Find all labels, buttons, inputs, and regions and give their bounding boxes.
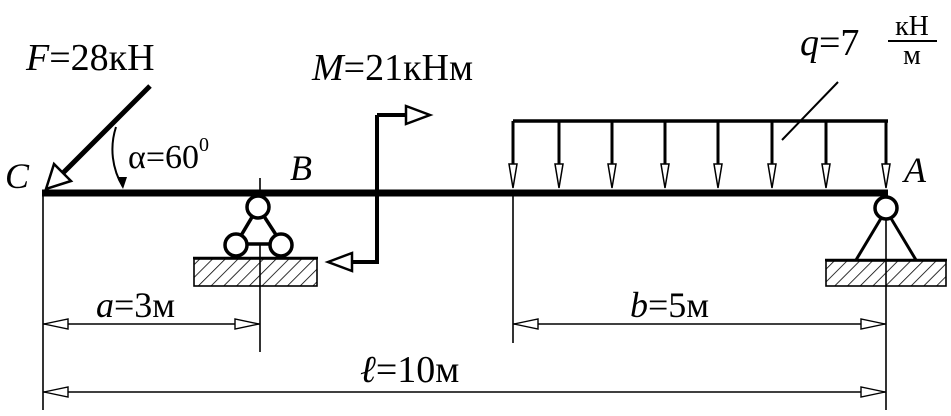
point-a-label: A bbox=[902, 150, 927, 190]
dimension-b bbox=[513, 318, 886, 330]
point-b-label: B bbox=[290, 148, 312, 188]
angle-label: α=600 bbox=[128, 134, 209, 176]
support-a-pin bbox=[825, 195, 947, 287]
load-arrow-head bbox=[767, 163, 777, 189]
point-c-label: C bbox=[5, 156, 30, 196]
dimension-b-label: b=5м bbox=[630, 285, 709, 325]
force-f-label: F=28кН bbox=[25, 37, 155, 79]
distributed-load-q bbox=[508, 81, 891, 189]
q-unit-numerator: кН bbox=[895, 11, 929, 42]
load-arrow-head bbox=[713, 163, 723, 189]
force-f-arrow bbox=[44, 84, 152, 191]
dimension-l-label: ℓ=10м bbox=[360, 349, 459, 391]
dimension-a-label: a=3м bbox=[96, 285, 175, 325]
load-arrow-head bbox=[881, 163, 891, 189]
load-arrow-head bbox=[554, 163, 564, 189]
load-arrow-head bbox=[660, 163, 670, 189]
dimension-a bbox=[43, 318, 260, 330]
moment-m-label: M=21кНм bbox=[311, 47, 473, 89]
load-arrow-head bbox=[821, 163, 831, 189]
dimension-l bbox=[43, 386, 886, 398]
q-leader-line bbox=[781, 81, 839, 141]
q-label: q=7 bbox=[800, 22, 859, 64]
angle-arc-arrowhead bbox=[117, 177, 127, 189]
q-unit-denominator: м bbox=[903, 40, 921, 71]
load-arrow-head bbox=[508, 163, 518, 189]
moment-m-symbol bbox=[324, 104, 434, 273]
support-b-roller bbox=[193, 194, 318, 287]
load-arrow-head bbox=[607, 163, 617, 189]
